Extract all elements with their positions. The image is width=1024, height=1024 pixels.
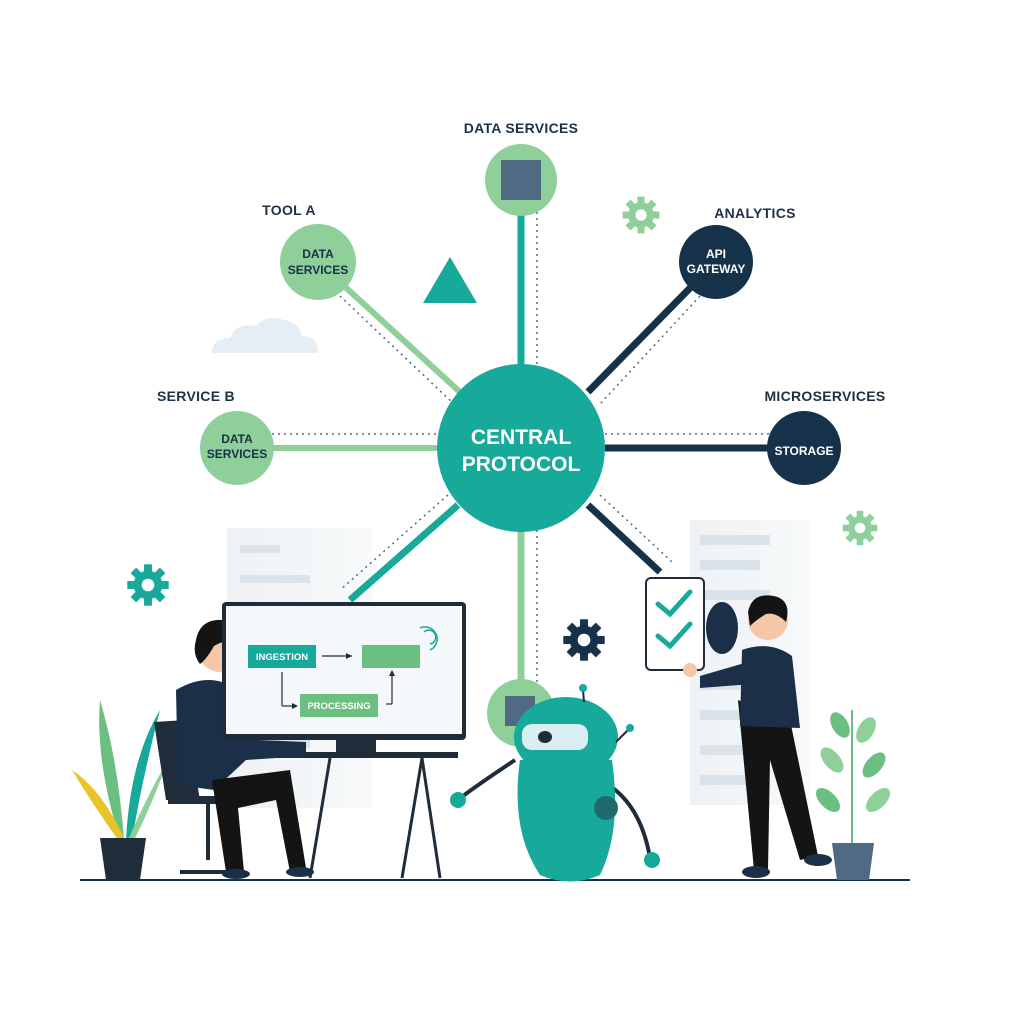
plant-icon-right (815, 710, 891, 880)
monitor-box-processing: PROCESSING (307, 701, 370, 712)
monitor-box-ingestion: INGESTION (256, 652, 308, 663)
refresh-icon (419, 626, 438, 651)
node-microservices-line1: STORAGE (774, 444, 833, 458)
node-analytics: API GATEWAY ANALYTICS (679, 205, 796, 299)
connectors (272, 212, 770, 685)
triangle-icon (423, 257, 477, 303)
node-tool-a-line1: DATA (302, 247, 334, 261)
gear-icon (127, 564, 169, 606)
node-top-label: DATA SERVICES (464, 120, 579, 136)
central-hub: CENTRAL PROTOCOL (437, 364, 605, 532)
node-service-b-line2: SERVICES (207, 447, 267, 461)
node-analytics-line1: API (706, 247, 726, 261)
monitor: INGESTION PROCESSING (222, 602, 466, 752)
node-tool-a-line2: SERVICES (288, 263, 348, 277)
node-top: DATA SERVICES (464, 120, 579, 216)
hub-line1: CENTRAL (471, 426, 571, 449)
plant-icon-left (72, 700, 168, 880)
gear-icon (563, 619, 605, 661)
person-with-checklist (645, 577, 832, 878)
square-icon (501, 160, 541, 200)
node-microservices: STORAGE MICROSERVICES (764, 388, 885, 485)
cloud-icon (212, 318, 318, 353)
node-microservices-label: MICROSERVICES (764, 388, 885, 404)
node-analytics-label: ANALYTICS (714, 205, 796, 221)
node-service-b: DATA SERVICES SERVICE B (157, 388, 274, 485)
node-tool-a: DATA SERVICES TOOL A (262, 202, 356, 300)
gear-icons (127, 196, 878, 661)
gear-icon (622, 196, 660, 234)
node-service-b-line1: DATA (221, 432, 253, 446)
node-analytics-line2: GATEWAY (687, 262, 746, 276)
node-tool-a-label: TOOL A (262, 202, 316, 218)
gear-icon (842, 510, 878, 546)
robot-icon (450, 684, 660, 882)
node-service-b-label: SERVICE B (157, 388, 235, 404)
check-icon-1 (655, 589, 693, 618)
check-icon-2 (655, 621, 693, 650)
hub-line2: PROTOCOL (462, 453, 581, 476)
